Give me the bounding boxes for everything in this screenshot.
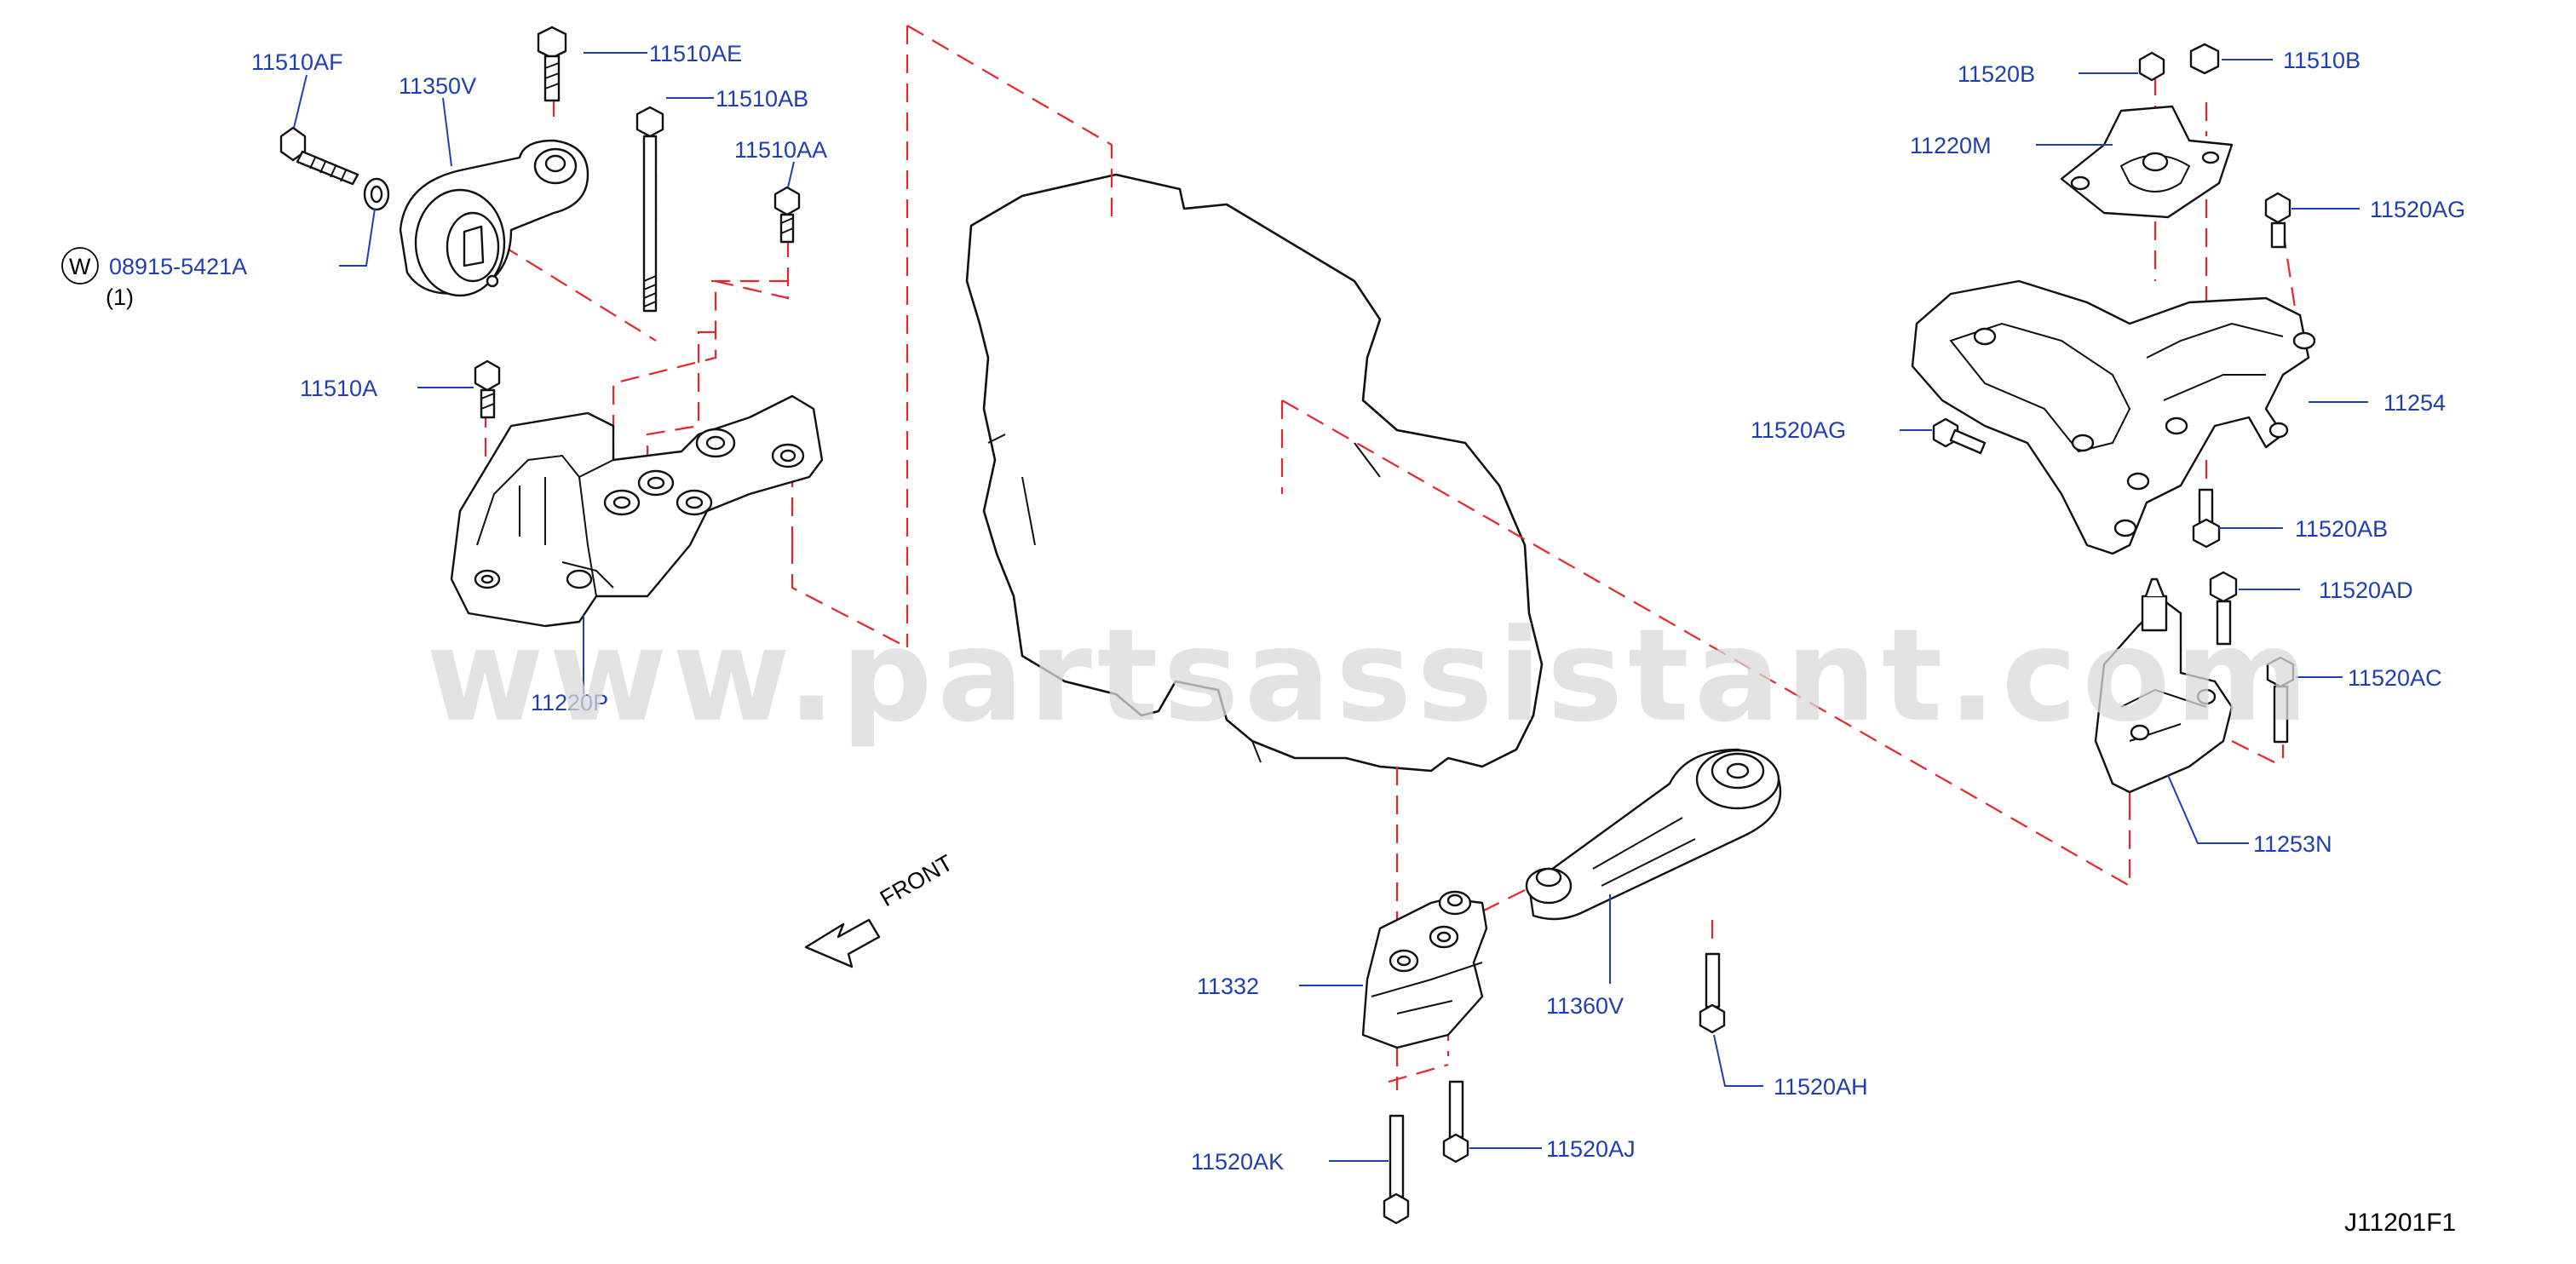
label-11350V: 11350V — [399, 73, 476, 99]
label-11332: 11332 — [1197, 974, 1259, 999]
leader-lines — [293, 52, 2368, 1162]
label-11510A: 11510A — [300, 376, 377, 401]
nut-11510B — [2189, 43, 2220, 75]
bolt-11520AG-left — [1932, 417, 1987, 455]
label-11520AG-top: 11520AG — [2370, 197, 2465, 222]
washer-symbol: W — [69, 254, 91, 279]
bolt-11510AF — [279, 126, 359, 186]
nut-11520B — [2138, 51, 2165, 82]
label-11510AF: 11510AF — [251, 49, 343, 75]
bracket-11220P — [450, 394, 824, 628]
bolt-11510AA — [773, 186, 801, 244]
bolt-11520AH — [1699, 952, 1726, 1034]
part-labels: 11510AF 11350V 11510AE 11510AB 11510AA W… — [61, 41, 2465, 1175]
front-direction-arrow: FRONT — [804, 850, 957, 968]
front-label: FRONT — [876, 850, 957, 911]
label-11220P: 11220P — [531, 690, 608, 715]
bolt-11520AC — [2266, 656, 2295, 744]
label-11520AD: 11520AD — [2319, 577, 2413, 603]
bolt-11520AG-top — [2264, 192, 2291, 249]
mount-11350V — [399, 139, 589, 297]
bolt-11520AD — [2209, 571, 2238, 646]
label-11510AA: 11510AA — [734, 137, 827, 163]
label-11520AK: 11520AK — [1191, 1149, 1284, 1175]
label-11520AJ: 11520AJ — [1546, 1136, 1636, 1162]
washer-callout: W 08915-5421A (1) — [61, 247, 247, 310]
torque-rod-11360V — [1525, 748, 1782, 921]
label-11510AE: 11510AE — [649, 41, 742, 66]
label-11220M: 11220M — [1910, 133, 1992, 158]
bolt-11520AK — [1383, 1114, 1410, 1225]
washer-08915-5421A — [363, 177, 390, 211]
washer-quantity: (1) — [106, 284, 134, 310]
watermark: www.partsassistant.com — [426, 602, 2314, 750]
diagram-id: J11201F1 — [2344, 1209, 2456, 1237]
label-11520AC: 11520AC — [2348, 665, 2442, 691]
label-11360V: 11360V — [1546, 993, 1624, 1019]
bracket-11253N — [2094, 577, 2234, 794]
label-11520AH: 11520AH — [1774, 1074, 1868, 1100]
bolt-11510A — [474, 359, 501, 419]
insulator-11220M — [2060, 105, 2234, 219]
bracket-11332 — [1361, 890, 1488, 1049]
label-11520AG-left: 11520AG — [1751, 417, 1846, 443]
bolt-11510AE — [537, 26, 567, 102]
label-11510B: 11510B — [2283, 48, 2360, 73]
bracket-11254 — [1911, 279, 2316, 555]
label-11254: 11254 — [2383, 390, 2446, 416]
label-08915-5421A: 08915-5421A — [109, 254, 247, 279]
bolt-11510AB — [635, 106, 664, 313]
label-11253N: 11253N — [2253, 831, 2332, 857]
label-11520B: 11520B — [1958, 61, 2035, 87]
bolt-11520AB — [2192, 488, 2221, 549]
label-11520AB: 11520AB — [2295, 516, 2388, 542]
label-11510AB: 11510AB — [716, 86, 808, 112]
engine-outline — [965, 173, 1544, 773]
bolt-11520AJ — [1442, 1080, 1469, 1163]
